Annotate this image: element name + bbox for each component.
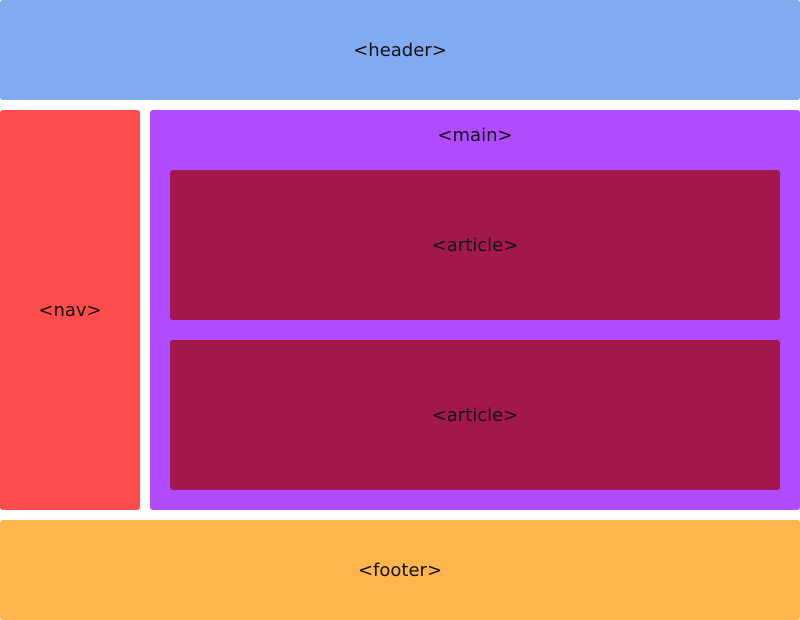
nav-block: <nav> <box>0 110 140 510</box>
article-label-1: <article> <box>431 234 519 256</box>
header-block: <header> <box>0 0 800 100</box>
main-label: <main> <box>437 125 513 146</box>
nav-label: <nav> <box>38 299 102 321</box>
article-block-2: <article> <box>170 340 780 490</box>
header-label: <header> <box>353 39 447 61</box>
footer-block: <footer> <box>0 520 800 620</box>
footer-label: <footer> <box>357 559 443 581</box>
article-block-1: <article> <box>170 170 780 320</box>
article-label-2: <article> <box>431 404 519 426</box>
